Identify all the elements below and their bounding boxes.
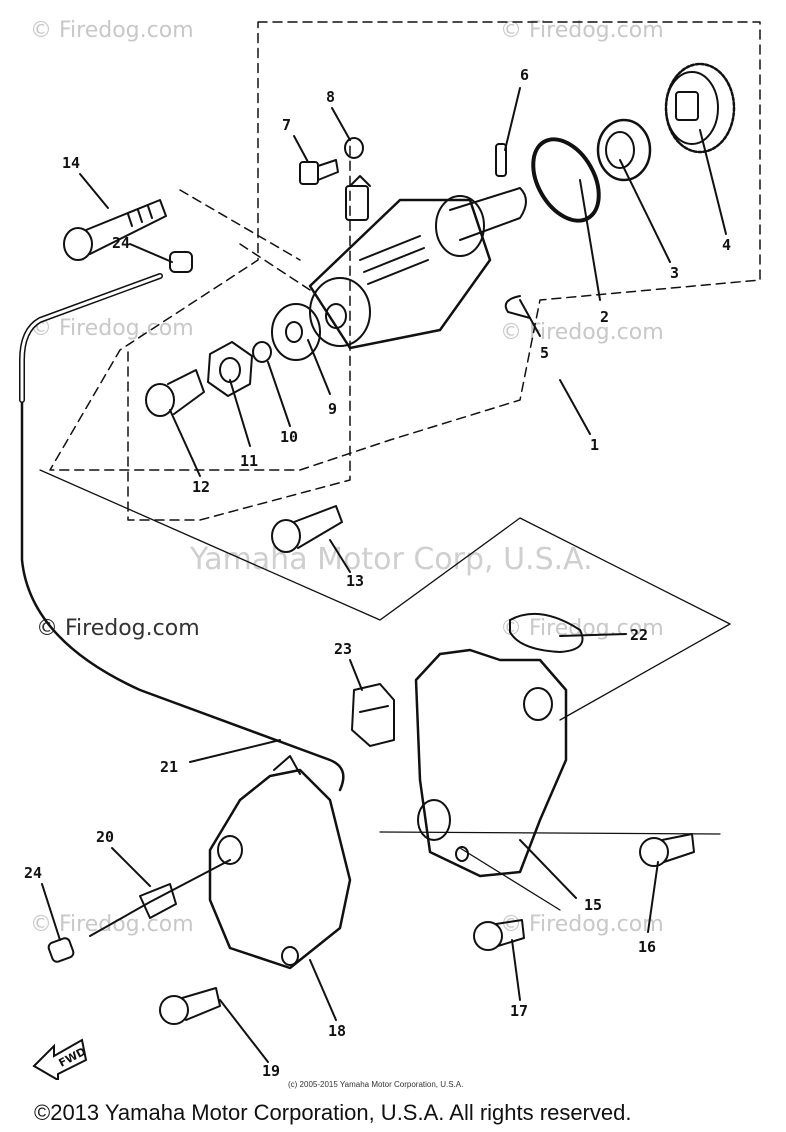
watermark: © Firedog.com — [500, 320, 664, 345]
callout-11: 11 — [240, 452, 259, 470]
bolt-17 — [473, 919, 525, 951]
callout-6: 6 — [520, 66, 530, 84]
callout-18: 18 — [328, 1022, 347, 1040]
bolt-13 — [271, 505, 343, 553]
pump-shaft — [449, 187, 527, 241]
bracket-outline-2 — [379, 831, 721, 835]
leader-14 — [79, 173, 109, 209]
leader-2 — [579, 179, 601, 301]
leader-9 — [307, 339, 331, 395]
callout-2: 2 — [600, 308, 610, 326]
washer-8 — [344, 137, 364, 159]
callout-21: 21 — [160, 758, 179, 776]
callout-14: 14 — [62, 154, 81, 172]
callout-19: 19 — [262, 1062, 281, 1080]
drive-gear — [664, 62, 736, 154]
o-ring — [531, 137, 601, 223]
leader-21 — [189, 739, 281, 763]
callout-13: 13 — [346, 572, 365, 590]
washer-10 — [252, 341, 272, 363]
callout-16: 16 — [638, 938, 657, 956]
callout-3: 3 — [670, 264, 680, 282]
leader-18 — [309, 959, 337, 1021]
bolt-7 — [299, 159, 339, 185]
oil-line — [20, 398, 345, 792]
bracket-outline-3 — [459, 847, 561, 911]
leader-24 — [129, 243, 173, 263]
leader-11 — [229, 379, 251, 447]
leader-17 — [511, 939, 521, 1001]
grommet-23 — [351, 683, 395, 747]
pump-cover-18 — [208, 755, 352, 970]
bracket-15 — [414, 648, 568, 878]
leader-4 — [699, 129, 727, 235]
leader-16 — [647, 861, 659, 933]
callout-22: 22 — [630, 626, 649, 644]
bearing — [596, 118, 652, 182]
pin — [495, 143, 507, 177]
leader-8 — [331, 107, 351, 141]
callout-20: 20 — [96, 828, 115, 846]
watermark: © Firedog.com — [30, 18, 194, 43]
leader-19 — [219, 999, 269, 1063]
leader-20 — [111, 847, 151, 887]
leader-3 — [619, 159, 671, 263]
callout-15: 15 — [584, 896, 603, 914]
callout-4: 4 — [722, 236, 732, 254]
leader-7 — [293, 135, 309, 163]
bolt-19 — [159, 987, 221, 1025]
footer-small-copyright: (c) 2005-2015 Yamaha Motor Corporation, … — [288, 1080, 464, 1089]
leader-22 — [559, 633, 627, 637]
callout-1: 1 — [590, 436, 600, 454]
leader-13 — [329, 539, 351, 573]
leader-6 — [504, 87, 521, 151]
washer-9 — [271, 303, 321, 361]
plate-22 — [509, 613, 584, 653]
callout-24: 24 — [112, 234, 131, 252]
assembly-boundary — [49, 21, 761, 471]
collar-24b — [47, 937, 75, 963]
callout-8: 8 — [326, 88, 336, 106]
nut-11 — [207, 341, 253, 397]
callout-23: 23 — [334, 640, 353, 658]
callout-7: 7 — [282, 116, 292, 134]
collar-24 — [169, 251, 193, 273]
watermark: © Firedog.com — [500, 912, 664, 937]
circlip — [504, 295, 531, 319]
leader-1 — [559, 379, 591, 435]
leader-10 — [267, 361, 291, 427]
callout-12: 12 — [192, 478, 211, 496]
bolt-16 — [639, 833, 695, 867]
callout-9: 9 — [328, 400, 338, 418]
leader-23 — [349, 659, 363, 691]
sub-boundary-3 — [239, 243, 311, 291]
oil-pump-body — [308, 175, 492, 350]
callout-10: 10 — [280, 428, 299, 446]
leader-12 — [169, 409, 201, 477]
callout-24: 24 — [24, 864, 43, 882]
bolt-12 — [145, 369, 205, 417]
sub-boundary — [127, 139, 351, 521]
callout-5: 5 — [540, 344, 550, 362]
sub-boundary-2 — [179, 189, 301, 261]
bolt-14 — [63, 199, 167, 261]
leader-24b — [41, 883, 61, 941]
footer-copyright: ©2013 Yamaha Motor Corporation, U.S.A. A… — [34, 1100, 632, 1125]
cable-20 — [89, 859, 231, 937]
callout-17: 17 — [510, 1002, 529, 1020]
watermark-dark: © Firedog.com — [36, 616, 200, 641]
bracket-outline — [39, 469, 731, 721]
background-watermark: Yamaha Motor Corp, U.S.A. — [190, 542, 593, 577]
fwd-arrow-icon: FWD — [32, 1038, 88, 1080]
